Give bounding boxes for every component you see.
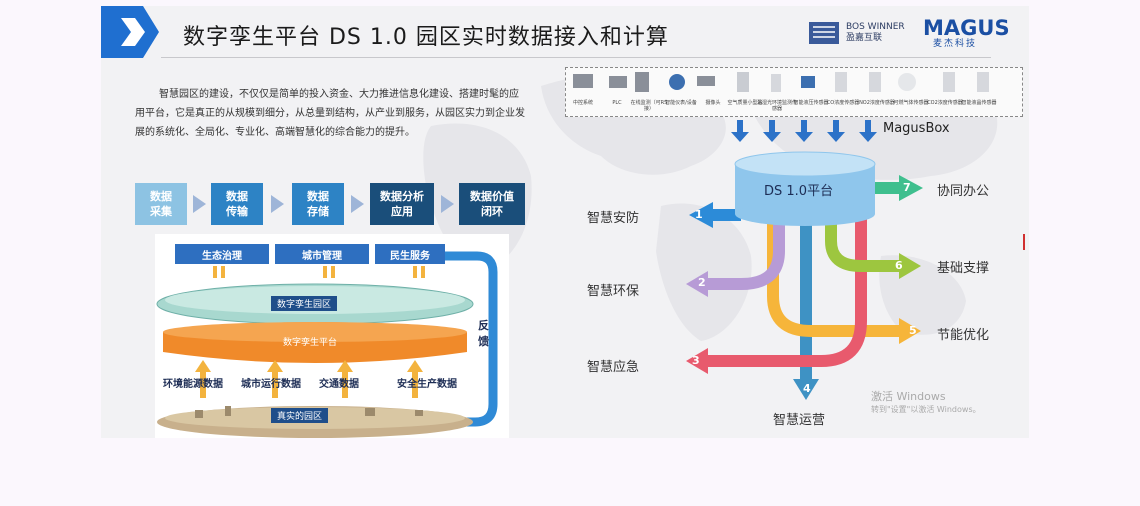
twin-diagram-graphics <box>155 234 509 438</box>
output-number: 7 <box>903 181 911 194</box>
data-label-city: 城市运行数据 <box>241 379 301 390</box>
output-label-environment: 智慧环保 <box>587 284 640 299</box>
output-label-emergency: 智慧应急 <box>587 360 640 375</box>
device-label: 空气质量小型站 <box>727 100 763 106</box>
top-box-ecology: 生态治理 <box>175 244 269 264</box>
title-tab-chevron <box>101 6 159 58</box>
output-number: 2 <box>698 276 706 289</box>
magus-logo-subtitle: 麦杰科技 <box>933 39 978 49</box>
flow-arrow-4 <box>441 195 454 213</box>
device-label: PLC <box>612 100 622 106</box>
input-down-arrows <box>731 120 877 142</box>
output-label-infrastructure: 基础支撑 <box>937 261 990 276</box>
device-icons <box>573 72 989 92</box>
device-label: 中控系统 <box>572 100 593 106</box>
output-number: 6 <box>895 259 903 272</box>
output-label-collaboration: 协同办公 <box>937 184 990 199</box>
flow-step-transfer: 数据传输 <box>211 183 263 225</box>
magusbox-label: MagusBox <box>883 121 950 136</box>
header-divider <box>161 57 991 58</box>
output-number: 5 <box>909 324 917 337</box>
top-box-livelihood: 民生服务 <box>375 244 445 264</box>
data-label-environment: 环境能源数据 <box>163 379 223 390</box>
flow-step-collect: 数据采集 <box>135 183 187 225</box>
device-label: 在线监测（可RS接） <box>630 100 668 112</box>
bos-winner-logo-icon <box>809 22 839 44</box>
slide-title: 数字孪生平台 DS 1.0 园区实时数据接入和计算 <box>183 25 669 50</box>
output-number: 4 <box>803 382 811 395</box>
device-label: NO2浓度传感器 <box>859 100 895 106</box>
top-box-city-management: 城市管理 <box>275 244 369 264</box>
flow-step-storage: 数据存储 <box>292 183 344 225</box>
data-label-traffic: 交通数据 <box>319 379 359 390</box>
output-label-operations: 智慧运营 <box>773 413 826 428</box>
output-number: 3 <box>692 354 700 367</box>
device-label: CO浓度传感器 <box>826 100 860 106</box>
real-park-label: 真实的园区 <box>271 408 329 423</box>
cursor-mark <box>1023 234 1025 250</box>
windows-activation-watermark: 激活 Windows 转到"设置"以激活 Windows。 <box>871 390 981 414</box>
device-label: 摄像头 <box>705 100 721 106</box>
flow-arrow-1 <box>193 195 206 213</box>
presentation-slide: 数字孪生平台 DS 1.0 园区实时数据接入和计算 BOS WINNER 盈嘉互… <box>101 6 1029 438</box>
feedback-label: 反馈 <box>478 319 489 348</box>
data-label-safety: 安全生产数据 <box>397 379 457 390</box>
device-label: 可燃气体传感器 <box>893 100 929 106</box>
device-label: 温湿光环境监测传感器 <box>757 100 798 112</box>
output-label-energy: 节能优化 <box>937 328 990 343</box>
device-label: 智能液压传感器 <box>793 100 829 106</box>
twin-park-label: 数字孪生园区 <box>271 296 338 311</box>
platform-label: DS 1.0平台 <box>764 184 834 199</box>
twin-platform-label: 数字孪生平台 <box>283 338 338 348</box>
flow-arrow-3 <box>351 195 364 213</box>
flow-step-value-loop: 数据价值闭环 <box>459 183 525 225</box>
device-label: 智能仪表/设备 <box>665 100 697 106</box>
magus-logo: MAGUS <box>923 16 1010 40</box>
device-label: CO2浓度传感器 <box>927 100 963 106</box>
output-number: 1 <box>695 208 703 221</box>
output-flow-diagram <box>686 151 923 400</box>
bos-winner-logo-text: BOS WINNER 盈嘉互联 <box>846 22 905 43</box>
flow-arrow-2 <box>271 195 284 213</box>
intro-paragraph: 智慧园区的建设，不仅仅是简单的投入资金、大力推进信息化建设、搭建时髦的应用平台，… <box>135 89 525 138</box>
output-label-security: 智慧安防 <box>587 211 640 226</box>
flow-step-analysis: 数据分析应用 <box>370 183 434 225</box>
device-label: 智能液晶传感器 <box>961 100 997 106</box>
